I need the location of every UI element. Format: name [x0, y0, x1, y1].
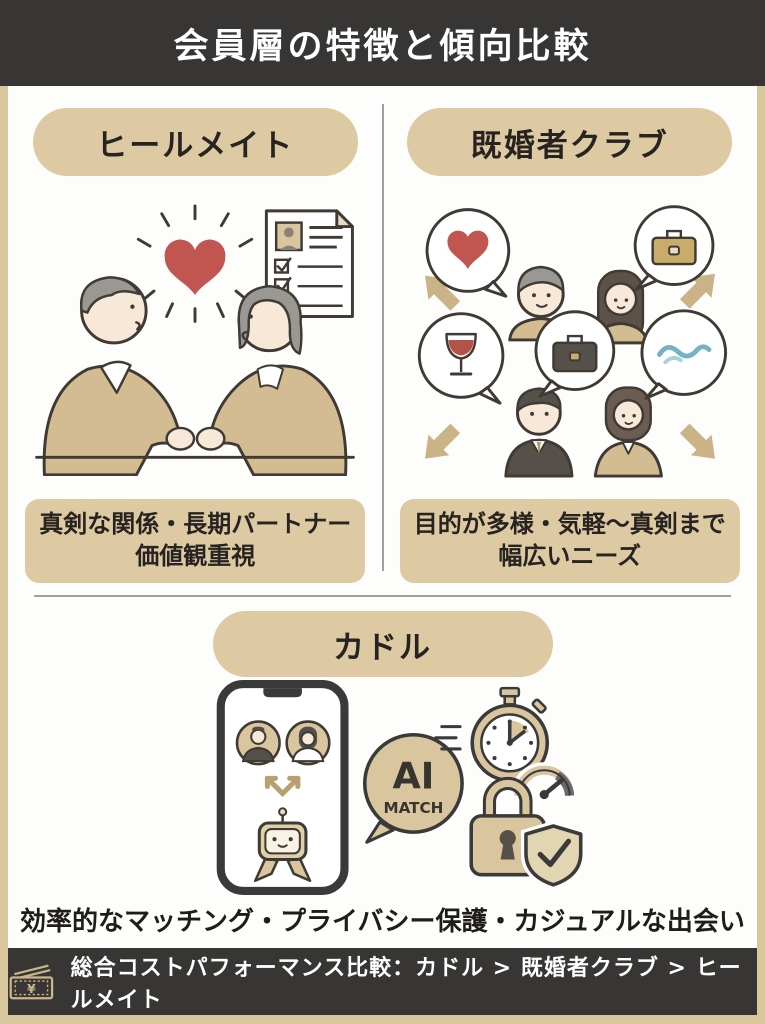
speech-bubble-wave-icon	[640, 308, 727, 400]
cuddle-title-pill: カドル	[212, 611, 553, 677]
cuddle-section: カドル	[8, 597, 757, 948]
woman-figure	[195, 284, 348, 476]
healmate-title-pill: ヒールメイト	[32, 108, 358, 176]
cuddle-illustration: AI MATCH	[178, 677, 588, 901]
member-woman-bob	[593, 385, 663, 478]
healmate-column: ヒールメイト	[8, 86, 383, 583]
yen-banknote-icon: ¥	[9, 964, 54, 999]
match-label: MATCH	[383, 799, 443, 817]
cuddle-caption: 効率的なマッチング・プライバシー保護・カジュアルな出会い	[20, 907, 745, 937]
speech-bubble-briefcase-dark-icon	[534, 309, 615, 398]
heart-rays-icon	[137, 204, 254, 323]
match-arrows-icon	[264, 775, 300, 798]
healmate-illustration	[8, 176, 383, 499]
healmate-caption-line2: 価値観重視	[135, 542, 256, 570]
speech-bubble-heart-icon	[425, 207, 510, 298]
stopwatch-icon	[433, 686, 578, 800]
kikonsha-column: 既婚者クラブ	[383, 86, 758, 583]
diverse-members-illustration	[417, 204, 727, 478]
kikonsha-caption: 目的が多様・気軽〜真剣まで 幅広いニーズ	[399, 499, 740, 583]
robot-icon	[253, 807, 311, 883]
ai-match-bubble-icon: AI MATCH	[362, 732, 464, 844]
couple-talking-illustration	[35, 204, 356, 476]
footer-banner: ¥ 総合コストパフォーマンス比較：カドル > 既婚者クラブ > ヒールメイト	[8, 948, 757, 1015]
shield-check-icon	[520, 820, 586, 891]
healmate-caption: 真剣な関係・長期パートナー 価値観重視	[25, 499, 366, 583]
title-banner: 会員層の特徴と傾向比較	[0, 0, 765, 86]
kikonsha-caption-line2: 幅広いニーズ	[498, 542, 642, 570]
kikonsha-caption-line1: 目的が多様・気軽〜真剣まで	[413, 510, 726, 539]
content-area: ヒールメイト	[8, 86, 757, 948]
footer-comparison-text: 総合コストパフォーマンス比較：カドル > 既婚者クラブ > ヒールメイト	[70, 955, 742, 1013]
man-figure	[42, 275, 196, 476]
horizontal-divider	[34, 595, 731, 597]
outward-arrows-icon	[424, 273, 715, 459]
vertical-divider	[381, 104, 384, 571]
comparison-columns: ヒールメイト	[8, 86, 757, 583]
heart-icon	[164, 239, 226, 295]
profile-avatar-man	[235, 720, 281, 766]
speech-bubble-briefcase-icon	[633, 204, 715, 291]
page-title: 会員層の特徴と傾向比較	[173, 26, 592, 67]
profile-avatar-woman	[284, 720, 331, 766]
kikonsha-illustration	[383, 176, 758, 499]
ai-label: AI	[392, 754, 434, 797]
healmate-caption-line1: 真剣な関係・長期パートナー	[39, 510, 352, 539]
yen-symbol: ¥	[27, 980, 36, 995]
speech-bubble-wine-icon	[417, 311, 505, 405]
smartphone-icon	[216, 680, 349, 895]
app-matching-illustration: AI MATCH	[216, 680, 586, 895]
member-man-suit	[504, 386, 574, 478]
kikonsha-title-pill: 既婚者クラブ	[407, 108, 733, 176]
